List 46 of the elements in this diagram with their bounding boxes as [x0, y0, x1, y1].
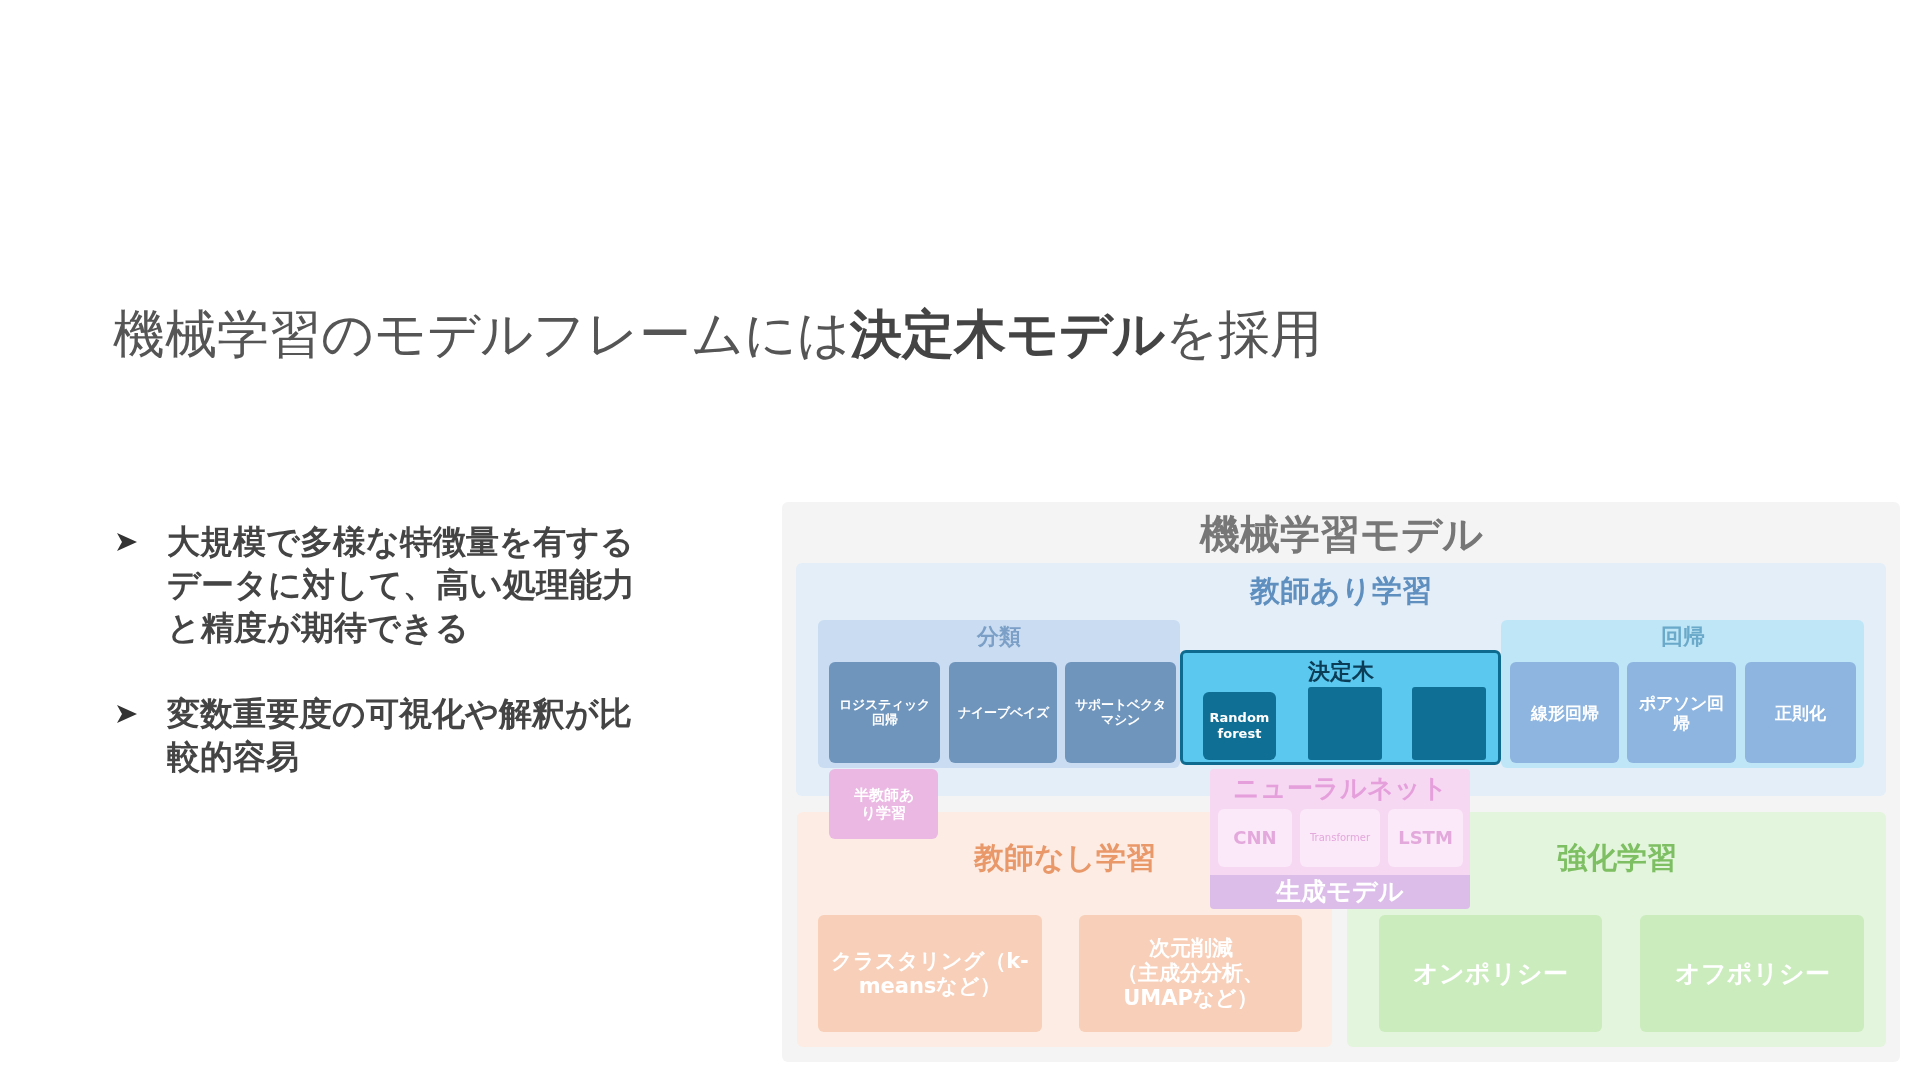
- model-box: [1065, 662, 1176, 763]
- model-name: CNN: [1232, 827, 1278, 849]
- category-title: 機械学習モデル: [1198, 510, 1484, 558]
- model-box: [1510, 662, 1619, 763]
- category-title: 強化学習: [1555, 840, 1678, 876]
- group-box: [1501, 620, 1864, 768]
- bullet-text: 大規模で多様な特徴量を有するデータに対して、高い処理能力と精度が期待できる: [167, 521, 636, 649]
- model-name: ナイーブベイズ: [956, 704, 1051, 721]
- model-name: クラスタリング（k-meansなど）: [830, 948, 1030, 999]
- model-name: Transformer: [1309, 832, 1371, 844]
- model-box: [1412, 687, 1486, 760]
- model-box: [1640, 915, 1864, 1032]
- model-box: [829, 769, 938, 839]
- model-name: サポートベクタマシン: [1074, 696, 1167, 729]
- slide-title: 機械学習のモデルフレームには決定木モデルを採用: [113, 303, 1322, 366]
- model-name: Random forest: [1208, 710, 1271, 742]
- model-name: オンポリシー: [1412, 958, 1569, 989]
- category-title: ニューラルネット: [1231, 773, 1449, 805]
- model-name: ポアソン回帰: [1638, 692, 1725, 733]
- group-box: [818, 620, 1180, 768]
- model-box: [1079, 915, 1302, 1032]
- category-title: 回帰: [1659, 624, 1706, 651]
- model-box: [1203, 692, 1276, 760]
- model-panel: [782, 502, 1900, 1062]
- model-box: [1627, 662, 1736, 763]
- model-name: 生成モデル: [1274, 877, 1405, 907]
- model-box: [1308, 687, 1382, 760]
- category-title: 教師なし学習: [972, 840, 1157, 876]
- model-box: [1379, 915, 1602, 1032]
- model-box: [1210, 875, 1470, 909]
- bullet-text: 変数重要度の可視化や解釈が比較的容易: [167, 693, 633, 778]
- highlight-box: [1180, 650, 1501, 765]
- model-name: オフポリシー: [1673, 958, 1831, 989]
- model-name: 線形回帰: [1529, 702, 1600, 723]
- model-name: ロジスティック回帰: [838, 696, 931, 729]
- model-name: LSTM: [1397, 827, 1454, 849]
- model-name: 次元削減（主成分分析、UMAPなど）: [1116, 935, 1265, 1012]
- model-name: 半教師あり学習: [852, 786, 915, 822]
- category-title: 教師あり学習: [1248, 573, 1433, 609]
- model-name: 正則化: [1774, 702, 1827, 723]
- category-title: 決定木: [1306, 659, 1375, 686]
- model-box: [818, 915, 1042, 1032]
- category-title: 分類: [976, 624, 1022, 651]
- model-box: [949, 662, 1057, 763]
- model-box: [829, 662, 940, 763]
- model-box: [1745, 662, 1856, 763]
